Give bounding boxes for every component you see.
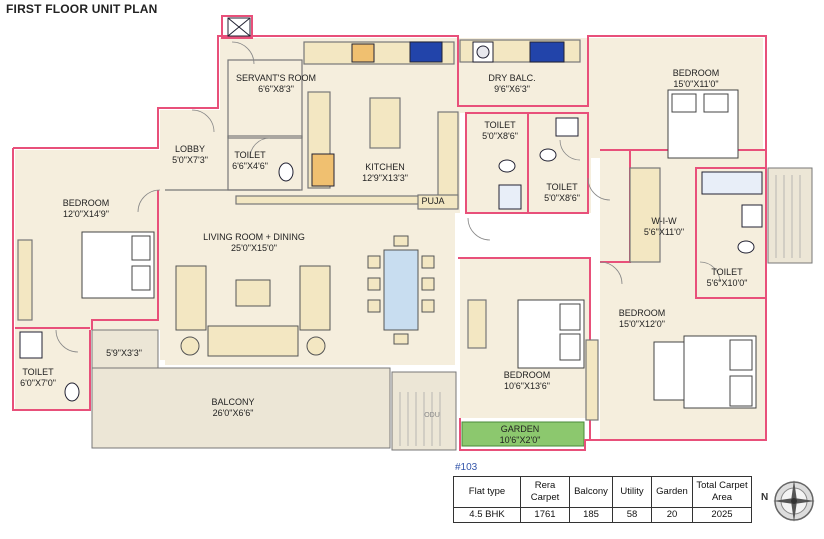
unit-code: #103 <box>455 462 478 473</box>
living-furniture <box>175 265 331 357</box>
area-table-header-row: Flat type Rera Carpet Balcony Utility Ga… <box>453 476 752 508</box>
header-total-carpet-area: Total Carpet Area <box>692 476 752 508</box>
header-balcony: Balcony <box>569 476 613 508</box>
room-label-puja: PUJA <box>421 196 445 206</box>
value-flat-type: 4.5 BHK <box>453 507 521 523</box>
room-label-niche: 5'9"X3'3" <box>106 348 142 358</box>
floor-plan-drawing <box>12 15 813 451</box>
balcony-area <box>91 167 813 451</box>
value-total-carpet-area: 2025 <box>692 507 752 523</box>
room-label-odu: ODU <box>424 412 440 419</box>
plan-title: FIRST FLOOR UNIT PLAN <box>6 2 158 16</box>
value-utility: 58 <box>612 507 652 523</box>
value-garden: 20 <box>651 507 693 523</box>
header-utility: Utility <box>612 476 652 508</box>
dining-set <box>367 235 435 345</box>
fixtures <box>19 17 763 402</box>
beds <box>81 89 757 409</box>
compass-rose-icon <box>773 480 815 522</box>
area-table-value-row: 4.5 BHK 1761 185 58 20 2025 <box>453 507 752 523</box>
balcony-railing <box>399 175 801 446</box>
header-flat-type: Flat type <box>453 476 521 508</box>
value-balcony: 185 <box>569 507 613 523</box>
north-label: N <box>761 492 769 503</box>
value-rera-carpet: 1761 <box>520 507 570 523</box>
room-label-dry-balcony: DRY BALC.9'6"X6'3" <box>488 73 536 94</box>
area-table: Flat type Rera Carpet Balcony Utility Ga… <box>453 476 752 523</box>
garden-area <box>461 421 585 447</box>
header-rera-carpet: Rera Carpet <box>520 476 570 508</box>
doors <box>55 41 721 353</box>
header-garden: Garden <box>651 476 693 508</box>
